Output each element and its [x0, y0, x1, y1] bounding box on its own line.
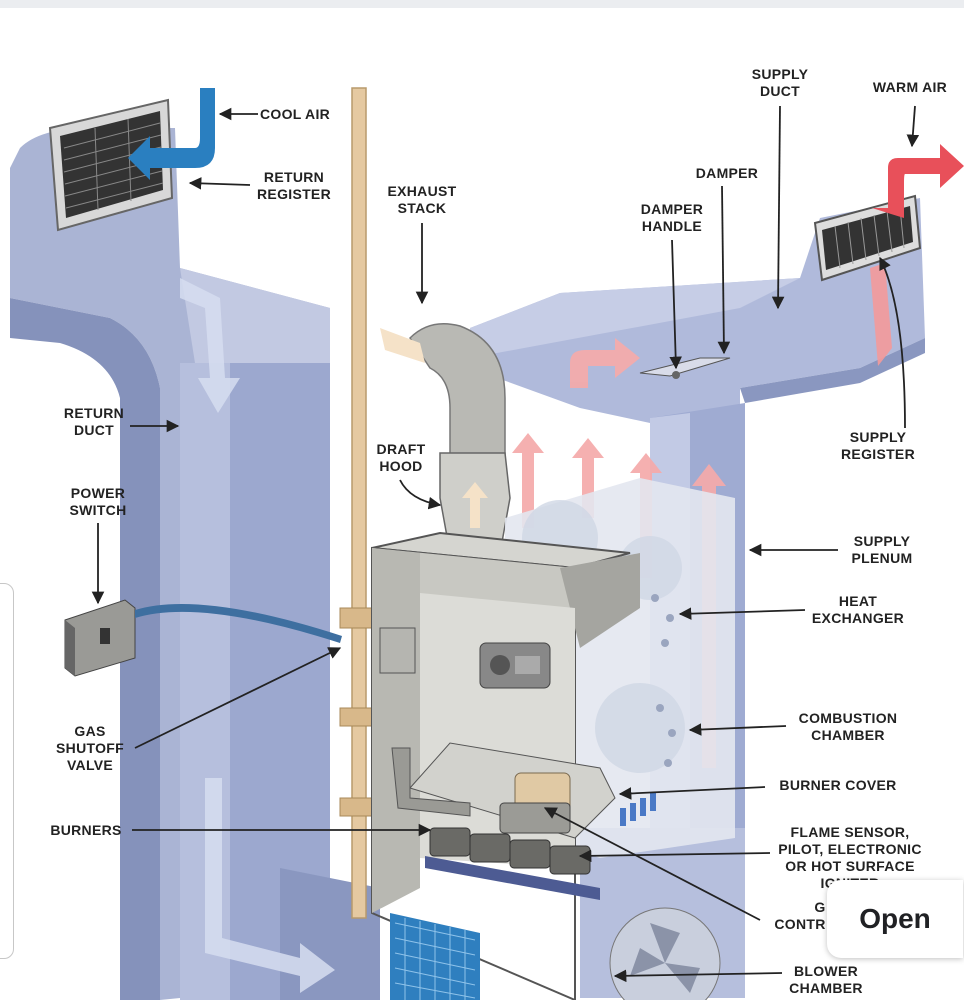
- label-supply-register-1: SUPPLY: [850, 429, 907, 445]
- side-card-edge[interactable]: [0, 583, 14, 959]
- label-gas-shutoff-valve-2: SHUTOFF: [56, 740, 124, 756]
- return-register-grille: [48, 98, 174, 232]
- leader-lines: [91, 105, 920, 983]
- label-exhaust-stack-2: STACK: [398, 200, 447, 216]
- label-return-duct-1: RETURN: [64, 405, 124, 421]
- furnace-diagram: COOL AIR RETURN REGISTER EXHAUST STACK S…: [10, 66, 964, 1005]
- open-button[interactable]: Open: [827, 880, 963, 958]
- return-duct: [10, 128, 380, 1000]
- furnace-cabinet: [371, 531, 656, 1002]
- damper-handle: [672, 371, 680, 379]
- return-flow-arrows: [180, 278, 335, 993]
- image-viewer: COOL AIR RETURN REGISTER EXHAUST STACK S…: [0, 8, 964, 1005]
- label-burners: BURNERS: [50, 822, 121, 838]
- label-blower-chamber-1: BLOWER: [794, 963, 858, 979]
- viewer-top-bar: [0, 0, 964, 8]
- label-supply-duct-2: DUCT: [760, 83, 800, 99]
- label-supply-plenum-1: SUPPLY: [854, 533, 911, 549]
- label-heat-exchanger-2: EXCHANGER: [812, 610, 904, 626]
- label-gas-control-2: CONTR: [774, 916, 825, 932]
- power-switch: [64, 599, 342, 677]
- label-return-register-2: REGISTER: [257, 186, 331, 202]
- diagram-labels: COOL AIR RETURN REGISTER EXHAUST STACK S…: [50, 66, 947, 996]
- label-supply-register-2: REGISTER: [841, 446, 915, 462]
- label-power-switch-1: POWER: [71, 485, 125, 501]
- label-return-register-1: RETURN: [264, 169, 324, 185]
- label-damper: DAMPER: [696, 165, 758, 181]
- supply-register-grille: [813, 194, 922, 282]
- label-combustion-chamber-2: CHAMBER: [811, 727, 885, 743]
- label-flame-sensor-2: PILOT, ELECTRONIC: [778, 841, 922, 857]
- warm-air-stream: [870, 263, 892, 366]
- label-exhaust-stack-1: EXHAUST: [388, 183, 457, 199]
- label-combustion-chamber-1: COMBUSTION: [799, 710, 898, 726]
- label-power-switch-2: SWITCH: [69, 502, 126, 518]
- label-supply-plenum-2: PLENUM: [852, 550, 913, 566]
- label-gas-shutoff-valve-1: GAS: [74, 723, 105, 739]
- label-gas-shutoff-valve-3: VALVE: [67, 757, 113, 773]
- label-return-duct-2: DUCT: [74, 422, 114, 438]
- label-blower-chamber-2: CHAMBER: [789, 980, 863, 996]
- blower-filter: [390, 913, 480, 1000]
- exhaust-stack: [339, 87, 375, 919]
- label-draft-hood-1: DRAFT: [377, 441, 426, 457]
- flue-pipe: [380, 323, 511, 554]
- label-damper-handle-1: DAMPER: [641, 201, 703, 217]
- label-damper-handle-2: HANDLE: [642, 218, 702, 234]
- label-cool-air: COOL AIR: [260, 106, 330, 122]
- warm-air-arrow: [872, 144, 964, 218]
- label-burner-cover: BURNER COVER: [779, 777, 896, 793]
- label-flame-sensor-3: OR HOT SURFACE: [785, 858, 914, 874]
- label-heat-exchanger-1: HEAT: [839, 593, 877, 609]
- label-flame-sensor-1: FLAME SENSOR,: [790, 824, 909, 840]
- label-supply-duct-1: SUPPLY: [752, 66, 809, 82]
- cool-air-arrow: [128, 88, 215, 180]
- label-warm-air: WARM AIR: [873, 79, 947, 95]
- label-gas-control-1: G: [814, 899, 825, 915]
- label-draft-hood-2: HOOD: [379, 458, 422, 474]
